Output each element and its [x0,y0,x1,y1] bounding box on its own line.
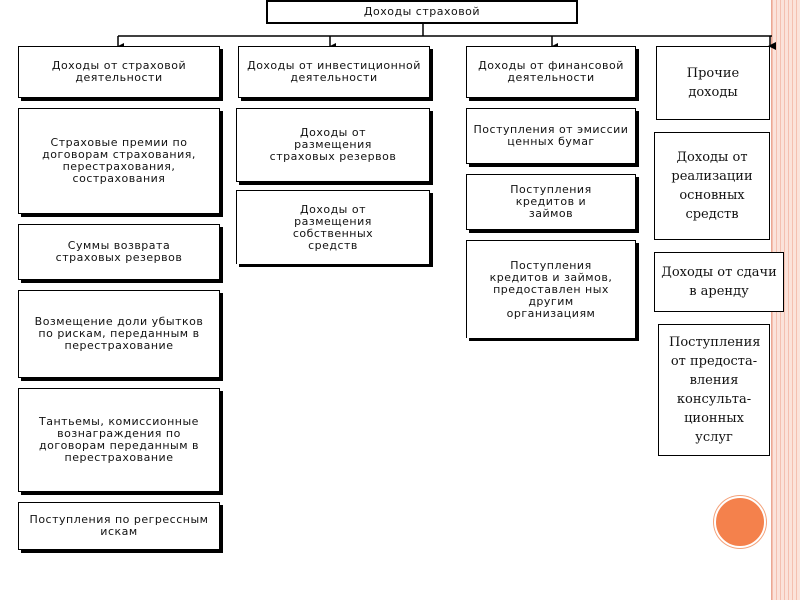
insurance-item-recourse-text: Поступления по регрессным искам [29,513,209,538]
insurance-item-premiums: Страховые премии по договорам страховани… [18,108,220,214]
investment-item-own-funds: Доходы от размещения собственных средств [236,190,430,264]
category-other: Прочие доходы [656,46,770,120]
insurance-item-tantiemes-text: Тантьемы, комиссионные вознаграждения по… [39,415,199,464]
financial-item-loans-text: Поступления кредитов и займов [510,183,592,220]
financial-item-loans: Поступления кредитов и займов [466,174,636,230]
category-investment-label: Доходы от инвестиционной деятельности [247,59,421,84]
financial-item-loans-to-others-text: Поступления кредитов и займов, предостав… [489,258,613,320]
financial-item-securities-text: Поступления от эмиссии ценных бумаг [473,123,629,148]
insurance-item-recourse: Поступления по регрессным искам [18,502,220,550]
other-item-consulting: Поступления от предоста-вления консульта… [658,324,770,456]
other-item-consulting-text: Поступления от предоста-вления консульта… [669,335,761,445]
insurance-item-reserves-return-text: Суммы возврата страховых резервов [55,239,183,264]
top-title-box: Доходы страховой [266,0,578,24]
top-title-text: Доходы страховой [363,5,481,18]
category-investment: Доходы от инвестиционной деятельности [238,46,430,98]
other-item-asset-sales: Доходы от реализации основных средств [654,132,770,240]
insurance-item-loss-compensation-text: Возмещение доли убытков по рискам, перед… [34,315,204,352]
decorative-orange-circle [714,496,766,548]
other-item-asset-sales-text: Доходы от реализации основных средств [671,150,753,222]
investment-item-own-funds-text: Доходы от размещения собственных средств [292,202,374,252]
category-insurance: Доходы от страховой деятельности [18,46,220,98]
investment-item-reserves: Доходы от размещения страховых резервов [236,108,430,182]
insurance-item-tantiemes: Тантьемы, комиссионные вознаграждения по… [18,388,220,492]
other-item-rent: Доходы от сдачи в аренду [654,252,784,312]
category-financial-label: Доходы от финансовой деятельности [478,59,624,84]
insurance-item-loss-compensation: Возмещение доли убытков по рискам, перед… [18,290,220,378]
insurance-item-reserves-return: Суммы возврата страховых резервов [18,224,220,280]
category-insurance-label: Доходы от страховой деятельности [51,59,187,84]
other-item-rent-text: Доходы от сдачи в аренду [661,265,777,299]
investment-item-reserves-text: Доходы от размещения страховых резервов [269,126,397,163]
financial-item-securities: Поступления от эмиссии ценных бумаг [466,108,636,164]
insurance-item-premiums-text: Страховые премии по договорам страховани… [42,136,196,185]
category-financial: Доходы от финансовой деятельности [466,46,636,98]
financial-item-loans-to-others: Поступления кредитов и займов, предостав… [466,240,636,338]
category-other-label: Прочие доходы [686,66,740,100]
